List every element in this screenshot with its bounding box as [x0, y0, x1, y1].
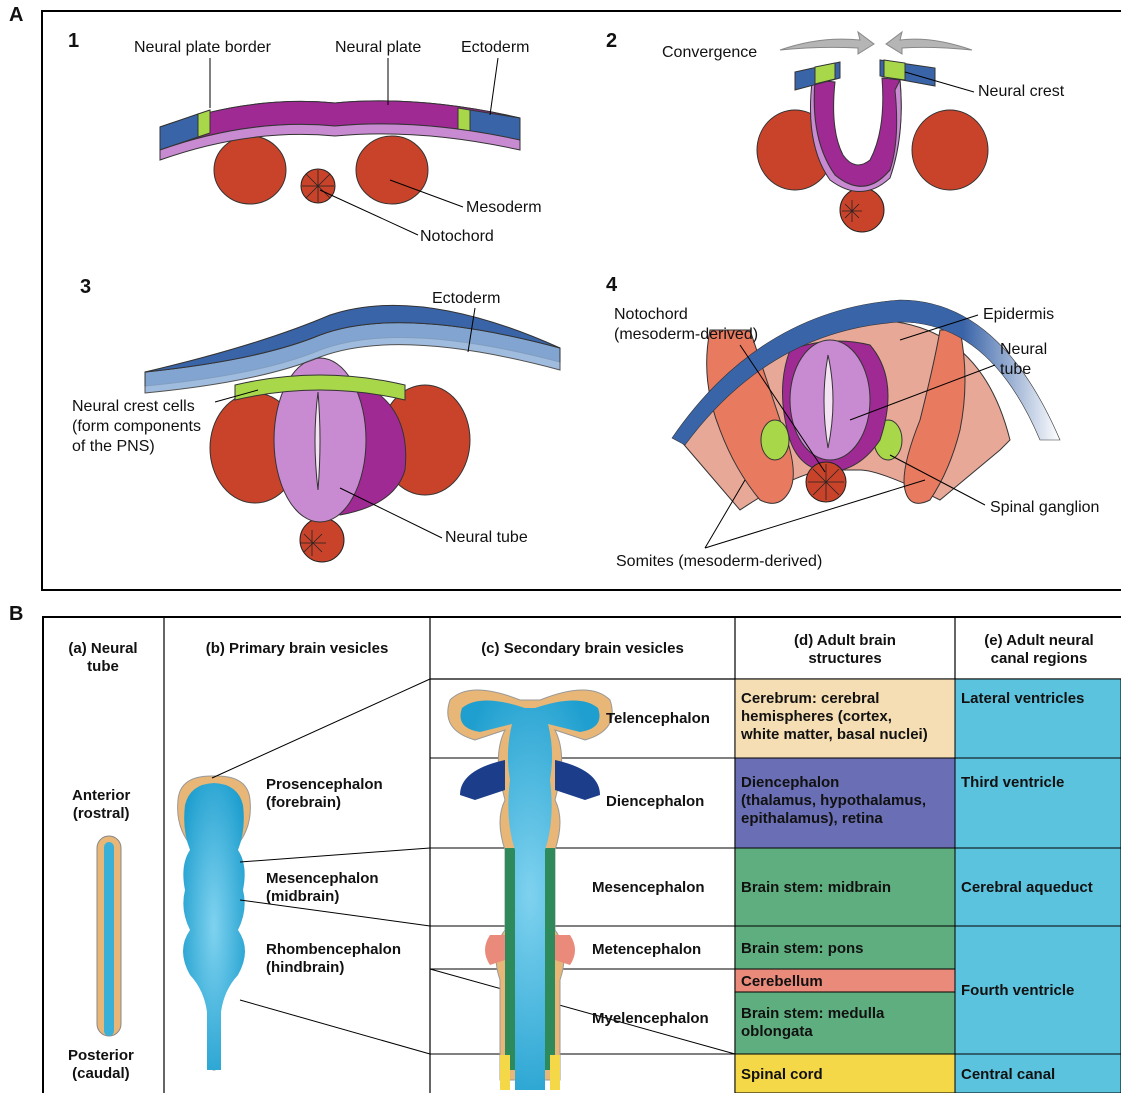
cell-diencephalon: Diencephalon (thalamus, hypothalamus, ep… — [735, 774, 955, 828]
label-convergence: Convergence — [662, 43, 757, 63]
label-diencephalon: Diencephalon — [606, 793, 704, 811]
label-epidermis: Epidermis — [983, 305, 1054, 325]
label-neural-crest-cells: Neural crest cells (form components of t… — [72, 397, 201, 457]
header-neural-tube: (a) Neural tube — [44, 640, 162, 676]
label-myelencephalon: Myelencephalon — [592, 1010, 709, 1028]
label-rhombencephalon: Rhombencephalon (hindbrain) — [266, 941, 401, 977]
cell-medulla: Brain stem: medulla oblongata — [735, 1005, 955, 1041]
stage-3-number: 3 — [80, 276, 91, 299]
header-secondary-vesicles: (c) Secondary brain vesicles — [432, 640, 733, 658]
panel-letter-b: B — [9, 603, 23, 626]
header-primary-vesicles: (b) Primary brain vesicles — [166, 640, 428, 658]
label-mesencephalon-primary: Mesencephalon (midbrain) — [266, 870, 379, 906]
stage-2-number: 2 — [606, 30, 617, 53]
stage2-drawing — [757, 32, 988, 232]
label-prosencephalon: Prosencephalon (forebrain) — [266, 776, 383, 812]
panel-a-illustration — [0, 0, 1121, 600]
label-ectoderm-1: Ectoderm — [461, 38, 529, 58]
panel-b-table — [42, 616, 1121, 1093]
cell-fourth-ventricle: Fourth ventricle — [955, 982, 1121, 1000]
cell-cerebrum: Cerebrum: cerebral hemispheres (cortex, … — [735, 690, 955, 744]
label-neural-crest: Neural crest — [978, 82, 1064, 102]
cell-lateral-ventricles: Lateral ventricles — [955, 690, 1121, 708]
header-canal-regions: (e) Adult neural canal regions — [957, 632, 1121, 668]
stage-4-number: 4 — [606, 274, 617, 297]
cell-midbrain: Brain stem: midbrain — [735, 879, 955, 897]
label-anterior: Anterior (rostral) — [72, 787, 130, 823]
stage3-drawing — [145, 305, 560, 562]
label-notochord-1: Notochord — [420, 227, 494, 247]
cell-third-ventricle: Third ventricle — [955, 774, 1121, 792]
label-somites: Somites (mesoderm-derived) — [616, 552, 822, 572]
label-neural-plate: Neural plate — [335, 38, 421, 58]
label-telencephalon: Telencephalon — [606, 710, 710, 728]
label-notochord-4: Notochord (mesoderm-derived) — [614, 305, 758, 345]
convergence-arrow-left — [780, 32, 874, 54]
convergence-arrow-right — [886, 32, 972, 54]
label-neural-tube-4: Neural tube — [1000, 340, 1047, 380]
label-mesencephalon-secondary: Mesencephalon — [592, 879, 705, 897]
cell-cerebellum: Cerebellum — [735, 973, 955, 991]
label-neural-tube-3: Neural tube — [445, 528, 528, 548]
stage1-mesoderm-left — [214, 136, 286, 204]
cell-central-canal: Central canal — [955, 1066, 1121, 1084]
label-ectoderm-3: Ectoderm — [432, 289, 500, 309]
cell-spinal-cord: Spinal cord — [735, 1066, 955, 1084]
label-neural-plate-border: Neural plate border — [134, 38, 271, 58]
label-mesoderm: Mesoderm — [466, 198, 542, 218]
cell-cerebral-aqueduct: Cerebral aqueduct — [955, 879, 1121, 897]
label-posterior: Posterior (caudal) — [68, 1047, 134, 1083]
stage-1-number: 1 — [68, 30, 79, 53]
stage1-drawing — [160, 101, 520, 204]
label-metencephalon: Metencephalon — [592, 941, 701, 959]
stage1-mesoderm-right — [356, 136, 428, 204]
label-spinal-ganglion: Spinal ganglion — [990, 498, 1099, 518]
header-adult-structures: (d) Adult brain structures — [737, 632, 953, 668]
cell-pons: Brain stem: pons — [735, 940, 955, 958]
